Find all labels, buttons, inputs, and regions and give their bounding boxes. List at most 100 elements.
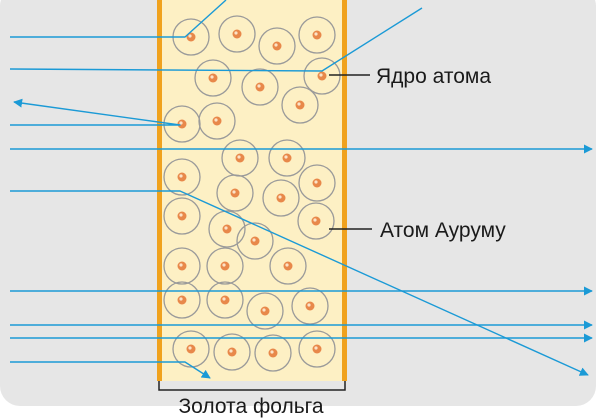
gold-atom xyxy=(163,281,201,319)
nucleus-highlight xyxy=(314,180,318,184)
gold-atom xyxy=(246,292,284,330)
alpha-particle-ray xyxy=(9,7,423,72)
nucleus-highlight xyxy=(224,226,228,230)
nucleus-label: Ядро атома xyxy=(376,65,491,88)
gold-atom xyxy=(163,247,201,285)
gold-atoms xyxy=(163,15,341,372)
atom-shell xyxy=(208,210,246,248)
nucleus-highlight xyxy=(214,118,218,122)
nucleus-highlight xyxy=(222,297,226,301)
nucleus-highlight xyxy=(222,263,226,267)
gold-atom xyxy=(206,247,244,285)
atom-shell xyxy=(163,197,201,235)
gold-atom xyxy=(194,59,232,97)
atom-shell xyxy=(297,202,335,240)
atom-shell xyxy=(236,222,274,260)
atom-shell xyxy=(198,102,236,140)
atom-shell xyxy=(298,16,336,54)
gold-atom xyxy=(298,330,336,368)
gold-atom xyxy=(216,174,254,212)
gold-atom xyxy=(268,139,306,177)
nucleus-highlight xyxy=(307,303,311,307)
nucleus-highlight xyxy=(313,218,317,222)
alpha-particle-ray xyxy=(10,190,589,376)
gold-atom xyxy=(206,281,244,319)
foil-bracket xyxy=(158,381,346,391)
gold-atom xyxy=(172,330,210,368)
gold-atom xyxy=(163,158,201,196)
gold-atom xyxy=(218,15,256,53)
atom-shell xyxy=(172,330,210,368)
gold-atom xyxy=(236,222,274,260)
atom-shell xyxy=(268,139,306,177)
atom-shell xyxy=(194,59,232,97)
atom-shell xyxy=(206,281,244,319)
nucleus-highlight xyxy=(179,121,183,125)
atom-shell xyxy=(254,334,292,372)
nucleus-highlight xyxy=(232,190,236,194)
gold-atom xyxy=(262,179,300,217)
nucleus-highlight xyxy=(270,350,274,354)
nucleus-highlight xyxy=(297,102,301,106)
nucleus-highlight xyxy=(179,297,183,301)
alpha-particle-ray xyxy=(10,361,211,379)
nucleus-highlight xyxy=(252,238,256,242)
nucleus-highlight xyxy=(274,43,278,47)
nucleus-highlight xyxy=(285,263,289,267)
atom-shell xyxy=(163,281,201,319)
nucleus-highlight xyxy=(262,308,266,312)
atom-shell xyxy=(246,292,284,330)
atom-shell xyxy=(206,247,244,285)
atom-shell xyxy=(258,27,296,65)
nucleus-highlight xyxy=(210,75,214,79)
gold-atom xyxy=(269,247,307,285)
gold-atom xyxy=(213,333,251,371)
gold-atom xyxy=(297,202,335,240)
nucleus-highlight xyxy=(179,213,183,217)
atom-label: Атом Ауруму xyxy=(380,219,506,242)
atom-shell xyxy=(163,247,201,285)
gold-atom xyxy=(298,16,336,54)
nucleus-highlight xyxy=(278,195,282,199)
nucleus-highlight xyxy=(284,155,288,159)
nucleus-highlight xyxy=(319,73,323,77)
alpha-particle-ray xyxy=(10,98,181,126)
nucleus-highlight xyxy=(314,346,318,350)
atom-shell xyxy=(218,15,256,53)
nucleus-highlight xyxy=(188,34,192,38)
nucleus-highlight xyxy=(229,349,233,353)
alpha-particle-paths xyxy=(9,0,593,379)
nucleus-highlight xyxy=(257,84,261,88)
gold-atom xyxy=(198,102,236,140)
nucleus-highlight xyxy=(237,155,241,159)
atom-shell xyxy=(163,105,201,143)
gold-foil-body xyxy=(158,0,346,381)
atom-shell xyxy=(163,158,201,196)
atom-shell xyxy=(298,164,336,202)
gold-atom xyxy=(291,287,329,325)
gold-atom xyxy=(298,164,336,202)
atom-shell xyxy=(291,287,329,325)
atom-shell xyxy=(213,333,251,371)
gold-atom xyxy=(208,210,246,248)
nucleus-highlight xyxy=(179,263,183,267)
atom-shell xyxy=(303,57,341,95)
nucleus-highlight xyxy=(234,31,238,35)
nucleus-highlight xyxy=(314,32,318,36)
atom-shell xyxy=(216,174,254,212)
atom-shell xyxy=(262,179,300,217)
gold-atom xyxy=(281,86,319,124)
gold-atom xyxy=(163,197,201,235)
gold-atom xyxy=(258,27,296,65)
atom-shell xyxy=(241,68,279,106)
nucleus-highlight xyxy=(188,346,192,350)
atom-shell xyxy=(298,330,336,368)
foil-label: Золота фольга xyxy=(178,395,323,418)
alpha-particle-ray xyxy=(10,0,227,38)
gold-atom xyxy=(303,57,341,95)
gold-atom xyxy=(254,334,292,372)
gold-atom xyxy=(163,105,201,143)
atom-shell xyxy=(281,86,319,124)
